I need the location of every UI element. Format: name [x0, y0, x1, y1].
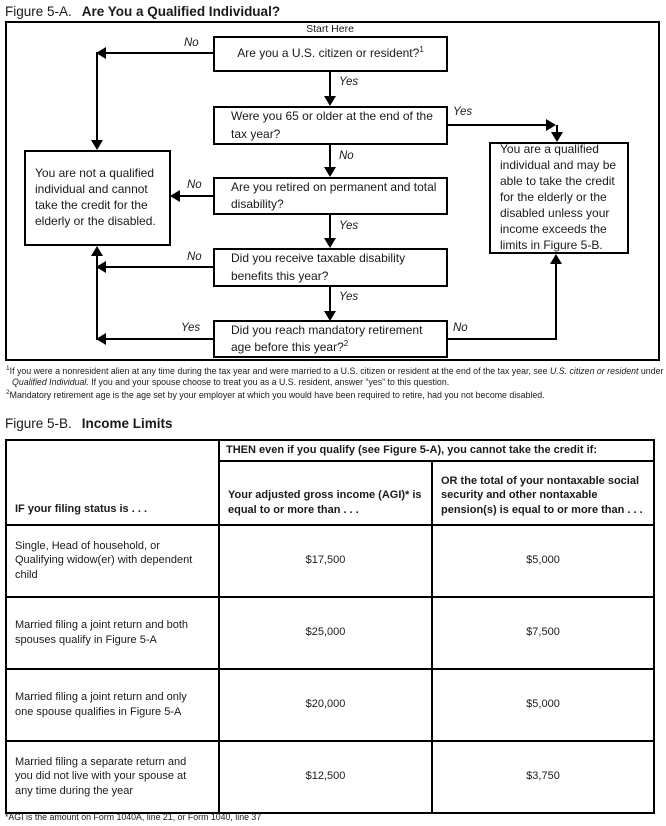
nontaxable-cell: $5,000	[431, 667, 655, 742]
footnote-text: Mandatory retirement age is the age set …	[9, 390, 545, 400]
label-no: No	[184, 37, 199, 49]
table-header-row: IF your filing status is . . . THEN even…	[5, 439, 655, 526]
income-limits-table: IF your filing status is . . . THEN even…	[5, 439, 655, 814]
table-row: Married filing a joint return and only o…	[5, 667, 655, 742]
arrowhead-down	[324, 238, 336, 248]
arrowhead-left	[96, 261, 106, 273]
question-box-citizen: Are you a U.S. citizen or resident?1	[213, 36, 448, 72]
figure-5a-heading: Are You a Qualified Individual?	[81, 4, 281, 19]
figure-5a-title: Figure 5-A. Are You a Qualified Individua…	[5, 4, 280, 19]
question-box-age-65: Were you 65 or older at the end of the t…	[213, 106, 448, 145]
footnote-text: If you and your spouse choose to treat y…	[88, 376, 450, 387]
label-no: No	[339, 150, 354, 162]
question-text: Are you retired on permanent and total d…	[231, 179, 437, 211]
arrowhead-down	[324, 96, 336, 106]
filing-status-cell: Single, Head of household, or Qualifying…	[5, 523, 220, 598]
arrowhead-down	[91, 140, 103, 150]
arrowhead-up	[91, 246, 103, 256]
connector-line	[555, 262, 557, 340]
connector-line	[104, 266, 213, 268]
figure-5a-label: Figure 5-A.	[5, 4, 72, 19]
question-text: Were you 65 or older at the end of the t…	[231, 109, 433, 141]
arrowhead-left	[96, 47, 106, 59]
label-no: No	[453, 322, 468, 334]
footnote-italic: Qualified Individual.	[12, 376, 89, 387]
agi-cell: $17,500	[218, 523, 433, 598]
arrowhead-up	[550, 254, 562, 264]
connector-line	[329, 72, 331, 98]
question-text: Did you receive taxable disability benef…	[231, 251, 406, 283]
connector-line	[96, 52, 98, 142]
nontaxable-cell: $5,000	[431, 523, 655, 598]
nontaxable-cell: $3,750	[431, 739, 655, 814]
agi-cell: $20,000	[218, 667, 433, 742]
connector-line	[556, 125, 558, 134]
figure-5b-title: Figure 5-B. Income Limits	[5, 416, 173, 431]
question-text: Did you reach mandatory retirement age b…	[231, 322, 423, 354]
question-text: Are you a U.S. citizen or resident?1	[237, 45, 424, 61]
table-row: Married filing a joint return and both s…	[5, 595, 655, 670]
arrowhead-down	[324, 311, 336, 321]
connector-line	[329, 287, 331, 313]
outcome-box-qualified: You are a qualified individual and may b…	[489, 142, 629, 254]
footnote-italic: U.S. citizen or resident	[549, 366, 639, 376]
connector-line	[96, 254, 98, 340]
connector-line	[104, 52, 213, 54]
flowchart-footnote-2: 2Mandatory retirement age is the age set…	[5, 389, 666, 401]
arrowhead-right	[546, 119, 556, 131]
start-here-label: Start Here	[306, 23, 354, 35]
agi-cell: $25,000	[218, 595, 433, 670]
arrowhead-down	[551, 132, 563, 142]
connector-line	[329, 145, 331, 169]
filing-status-header: IF your filing status is . . .	[5, 439, 220, 526]
figure-5b-label: Figure 5-B.	[5, 416, 72, 431]
label-no: No	[187, 251, 202, 263]
table-footnote-agi: *AGI is the amount on Form 1040A, line 2…	[5, 812, 262, 822]
nontaxable-cell: $7,500	[431, 595, 655, 670]
filing-status-cell: Married filing a joint return and only o…	[5, 667, 220, 742]
table-subheader-row: Your adjusted gross income (AGI)* is equ…	[6, 459, 655, 526]
label-no: No	[187, 179, 202, 191]
flowchart-footnote-1: 1If you were a nonresident alien at any …	[5, 365, 666, 387]
footnote-marker-1: 1	[419, 45, 424, 55]
footnote-text: under	[638, 366, 664, 376]
arrowhead-down	[324, 167, 336, 177]
connector-line	[447, 124, 548, 126]
footnote-marker-2: 2	[343, 339, 349, 348]
question-box-disability: Are you retired on permanent and total d…	[213, 177, 448, 215]
arrowhead-left	[170, 190, 180, 202]
connector-line	[104, 338, 213, 340]
table-row: Single, Head of household, or Qualifying…	[5, 523, 655, 598]
label-yes: Yes	[339, 291, 359, 303]
label-yes: Yes	[181, 322, 201, 334]
label-yes: Yes	[453, 106, 473, 118]
label-yes: Yes	[339, 76, 359, 88]
connector-line	[447, 338, 557, 340]
nontaxable-header: OR the total of your nontaxable social s…	[431, 459, 655, 526]
footnote-text: If you were a nonresident alien at any t…	[9, 366, 550, 376]
agi-header: Your adjusted gross income (AGI)* is equ…	[218, 459, 433, 526]
outcome-text: You are not a qualified individual and c…	[35, 166, 156, 228]
agi-cell: $12,500	[218, 739, 433, 814]
table-row: Married filing a separate return and you…	[5, 739, 655, 814]
outcome-text: You are a qualified individual and may b…	[500, 142, 617, 252]
filing-status-cell: Married filing a separate return and you…	[5, 739, 220, 814]
connector-line	[329, 215, 331, 240]
outcome-box-not-qualified: You are not a qualified individual and c…	[24, 150, 171, 246]
filing-status-cell: Married filing a joint return and both s…	[5, 595, 220, 670]
arrowhead-left	[96, 333, 106, 345]
question-box-mandatory-retirement: Did you reach mandatory retirement age b…	[213, 320, 448, 358]
question-box-disability-benefits: Did you receive taxable disability benef…	[213, 248, 448, 287]
then-header: THEN even if you qualify (see Figure 5-A…	[218, 439, 655, 462]
figure-5b-heading: Income Limits	[81, 416, 173, 431]
footnote-marker: 1	[6, 365, 10, 373]
connector-line	[178, 195, 213, 197]
label-yes: Yes	[339, 220, 359, 232]
footnote-marker: 2	[6, 389, 10, 397]
